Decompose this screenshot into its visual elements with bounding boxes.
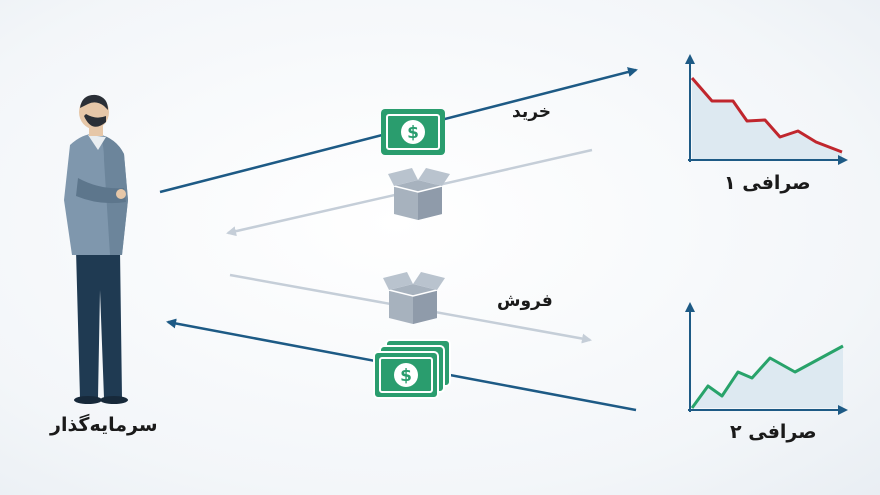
investor-icon	[64, 94, 128, 404]
exchange1-chart	[685, 54, 848, 165]
money-bill-icon: $	[381, 109, 445, 155]
exchange2-chart	[685, 302, 848, 415]
buy-label: خرید	[512, 102, 552, 122]
svg-text:$: $	[407, 123, 419, 143]
sell-label: فروش	[497, 291, 553, 311]
exchange2-price-line	[690, 344, 844, 409]
exchange1-label: صرافی ۱	[724, 172, 811, 194]
exchange1-price-line	[690, 77, 843, 154]
exchange2-label: صرافی ۲	[730, 421, 817, 443]
money-stack-icon: $	[373, 339, 451, 399]
asset-box-icon	[383, 272, 445, 324]
investor-label: سرمایه‌گذار	[50, 414, 158, 436]
asset-box-icon	[388, 168, 450, 220]
svg-text:$: $	[400, 366, 412, 386]
